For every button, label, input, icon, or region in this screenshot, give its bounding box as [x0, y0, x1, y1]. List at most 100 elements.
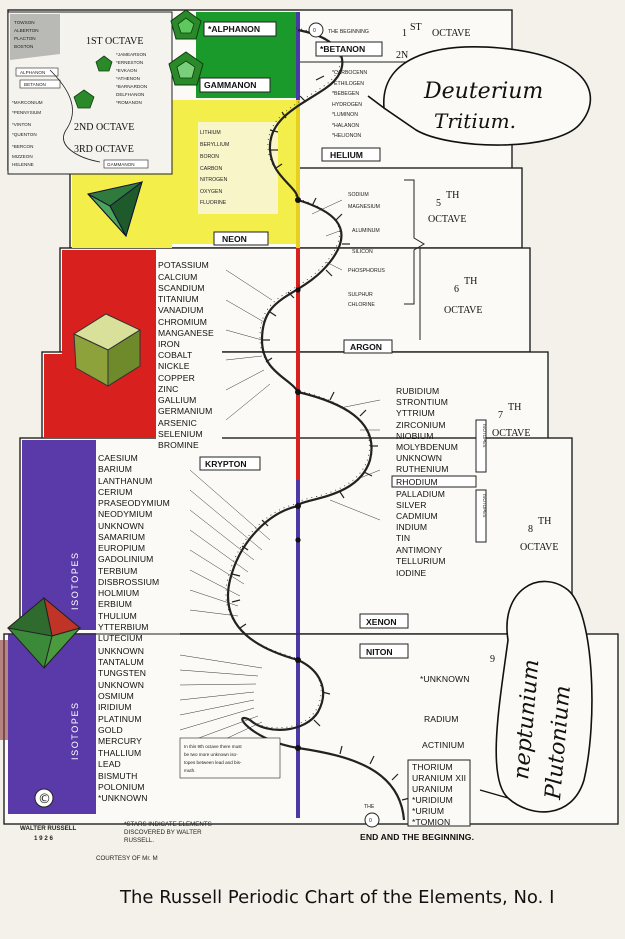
svg-text:*ERNESTON: *ERNESTON	[116, 60, 143, 65]
octave2-elements: *CARBOCENN *ETHILOGEN *BEBEGEN HYDROGEN …	[332, 70, 367, 139]
svg-text:IRIDIUM: IRIDIUM	[98, 702, 132, 712]
svg-text:ALBERTON: ALBERTON	[14, 28, 39, 33]
dodecahedron-mid-icon	[168, 51, 204, 86]
spiral-wave	[227, 28, 406, 821]
octave9-panel	[96, 640, 156, 810]
svg-text:URANIUM XII: URANIUM XII	[412, 773, 466, 783]
svg-text:CARBON: CARBON	[200, 166, 222, 172]
purple-band-9th-octave	[8, 634, 96, 814]
svg-text:TERBIUM: TERBIUM	[98, 566, 137, 576]
svg-text:RHODIUM: RHODIUM	[396, 477, 438, 487]
stars-note: *STARS INDICATE ELEMENTS DISCOVERED BY W…	[124, 821, 212, 844]
label-the-beginning: THE BEGINNING	[328, 29, 369, 35]
svg-text:YTTERBIUM: YTTERBIUM	[98, 622, 149, 632]
end-marker: THE 0 END AND THE BEGINNING.	[360, 804, 474, 842]
svg-text:TH: TH	[446, 190, 459, 201]
svg-text:WALTER RUSSELL: WALTER RUSSELL	[20, 825, 76, 832]
label-2nd-octave: 2N	[396, 50, 408, 61]
box-niton: NITON	[366, 647, 393, 657]
svg-text:*JAMEARSON: *JAMEARSON	[116, 52, 146, 57]
svg-text:*ATHENON: *ATHENON	[116, 76, 140, 81]
svg-text:URANIUM: URANIUM	[412, 784, 453, 794]
svg-text:MERCURY: MERCURY	[98, 736, 142, 746]
svg-text:*HALANON: *HALANON	[332, 123, 359, 129]
ninth-octave-note: In this 9th octave there must be two mor…	[179, 737, 281, 779]
svg-text:ALPHANON: ALPHANON	[20, 70, 45, 75]
svg-text:*BARNARDON: *BARNARDON	[116, 84, 147, 89]
svg-text:DELFHANON: DELFHANON	[116, 92, 144, 97]
label-6th-octave: OCTAVE	[444, 305, 482, 316]
svg-text:BERYLLIUM: BERYLLIUM	[200, 142, 229, 148]
svg-text:ZINC: ZINC	[158, 384, 178, 394]
label-end-and-beginning: END AND THE BEGINNING.	[360, 832, 474, 842]
svg-text:EUROPIUM: EUROPIUM	[98, 543, 145, 553]
octave6-panel	[156, 258, 222, 454]
label-8th-octave: OCTAVE	[520, 542, 558, 553]
neptunium-plutonium-bubble: neptunium Plutonium	[479, 580, 593, 813]
courtesy-text: COURTESY OF Mr. M	[96, 855, 158, 862]
svg-text:TH: TH	[538, 516, 551, 527]
svg-text:GAMMANON: GAMMANON	[107, 162, 135, 167]
svg-text:MAGNESIUM: MAGNESIUM	[348, 204, 380, 210]
svg-text:RUBIDIUM: RUBIDIUM	[396, 386, 439, 396]
box-gammanon: GAMMANON	[204, 80, 257, 90]
svg-text:ANTIMONY: ANTIMONY	[396, 545, 442, 555]
svg-text:*CARBOCENN: *CARBOCENN	[332, 70, 367, 76]
svg-text:*EVKAON: *EVKAON	[116, 68, 137, 73]
tetrahedron-icon	[87, 180, 143, 238]
svg-text:7: 7	[498, 410, 503, 421]
svg-text:GALLIUM: GALLIUM	[158, 395, 196, 405]
svg-text:TITANIUM: TITANIUM	[158, 294, 199, 304]
svg-text:SELENIUM: SELENIUM	[158, 429, 203, 439]
cube-icon	[72, 313, 142, 387]
svg-text:DISCOVERED BY WALTER: DISCOVERED BY WALTER	[124, 829, 202, 836]
octave7-elements: RUBIDIUM STRONTIUM YTTRIUM ZIRCONIUM NIO…	[391, 386, 558, 578]
svg-text:MIZZEON: MIZZEON	[12, 154, 33, 159]
svg-text:*UNKNOWN: *UNKNOWN	[420, 674, 470, 684]
box-krypton: KRYPTON	[205, 459, 247, 469]
svg-text:UNKNOWN: UNKNOWN	[396, 453, 442, 463]
svg-text:HOLMIUM: HOLMIUM	[98, 588, 139, 598]
svg-text:SILVER: SILVER	[396, 500, 427, 510]
svg-text:NIOBIUM: NIOBIUM	[396, 431, 433, 441]
handwritten-deuterium: Deuterium	[423, 79, 543, 104]
svg-text:*TOMION: *TOMION	[412, 817, 450, 827]
svg-text:HYDROGEN: HYDROGEN	[332, 102, 362, 108]
svg-text:INDIUM: INDIUM	[396, 522, 427, 532]
svg-text:*URIUM: *URIUM	[412, 806, 444, 816]
svg-text:6: 6	[454, 284, 459, 295]
svg-text:ISOTOPES: ISOTOPES	[482, 424, 487, 447]
svg-text:SCANDIUM: SCANDIUM	[158, 283, 205, 293]
dodecahedron-top-icon	[170, 9, 202, 40]
svg-text:HELENNE: HELENNE	[12, 162, 34, 167]
svg-text:LITHIUM: LITHIUM	[200, 130, 221, 136]
purple-band-8th-octave	[22, 440, 96, 630]
svg-text:ZIRCONIUM: ZIRCONIUM	[396, 420, 446, 430]
svg-text:BROMINE: BROMINE	[158, 440, 199, 450]
svg-text:LANTHANUM: LANTHANUM	[98, 476, 152, 486]
spiral-ticks	[231, 75, 411, 801]
svg-text:CHROMIUM: CHROMIUM	[158, 317, 207, 327]
svg-text:UNKNOWN: UNKNOWN	[98, 680, 144, 690]
svg-text:COPPER: COPPER	[158, 373, 195, 383]
svg-text:*BEBEGEN: *BEBEGEN	[332, 91, 359, 97]
svg-text:LEAD: LEAD	[98, 759, 121, 769]
svg-text:*VINTON: *VINTON	[12, 122, 31, 127]
handwritten-tritium: Tritium.	[434, 109, 516, 133]
svg-text:CERIUM: CERIUM	[98, 487, 133, 497]
svg-text:IRON: IRON	[158, 339, 180, 349]
svg-text:UNKNOWN: UNKNOWN	[98, 521, 144, 531]
box-helium: HELIUM	[330, 150, 363, 160]
svg-text:TELLURIUM: TELLURIUM	[396, 556, 446, 566]
svg-text:POTASSIUM: POTASSIUM	[158, 260, 209, 270]
octave5-elements: SODIUM MAGNESIUM ALUMINUM SILICON PHOSPH…	[348, 179, 466, 308]
svg-text:*ETHILOGEN: *ETHILOGEN	[332, 81, 364, 87]
small-dodecahedron-icon	[95, 55, 113, 72]
svg-text:RUTHENIUM: RUTHENIUM	[396, 464, 448, 474]
octave8-panel	[96, 450, 180, 640]
svg-text:MANGANESE: MANGANESE	[158, 328, 214, 338]
svg-text:muth.: muth.	[184, 768, 196, 773]
svg-text:GADOLINIUM: GADOLINIUM	[98, 554, 153, 564]
octave3-elements: LITHIUM BERYLLIUM BORON CARBON NITROGEN …	[200, 130, 229, 206]
